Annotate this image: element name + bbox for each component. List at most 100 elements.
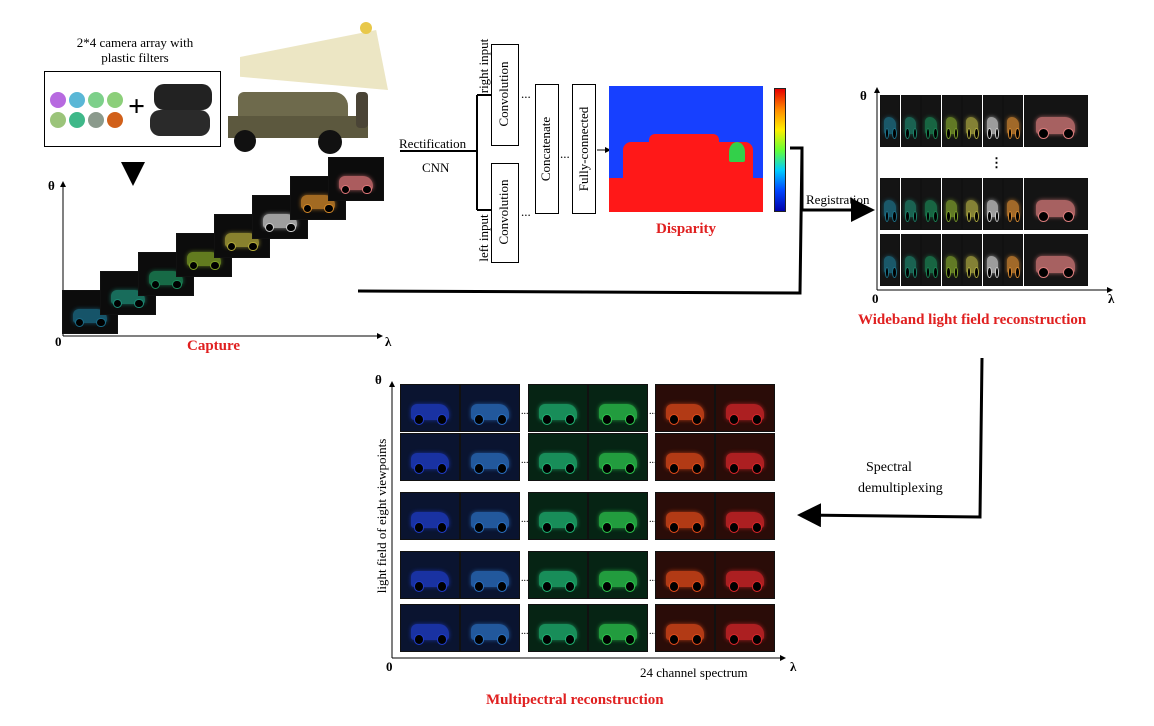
light-field-tile [328,157,384,201]
dots-bottom: ... [521,204,531,219]
humvee-image [228,82,383,157]
light-field-tile [400,492,460,540]
multi-xlabel: 24 channel spectrum [640,665,748,680]
capture-axis-origin: 0 [55,334,62,349]
lamp-icon [360,22,372,34]
light-field-tile [982,234,1003,286]
rectification-label: Rectification [399,136,467,151]
light-field-tile [460,604,520,652]
light-field-tile [715,384,775,432]
filter-dot [69,92,85,108]
wideband-label: Wideband light field reconstruction [858,312,1087,328]
light-field-tile [655,492,715,540]
dots-mid: ... [560,146,570,161]
multi-ylabel: light field of eight viewpoints [374,438,389,594]
light-field-tile [655,433,715,481]
multi-ellipsis: ... [521,406,529,417]
fully-connected-label: Fully-connected [576,106,591,192]
cnn-label: CNN [422,160,450,175]
light-field-tile [528,604,588,652]
spectral-demux-line2: demultiplexing [858,481,943,496]
light-field-tile [460,551,520,599]
light-field-tile [900,178,921,230]
capture-axis-theta: θ [48,178,55,193]
convolution-top [491,44,519,146]
wideband-axis-origin: 0 [872,291,879,306]
dots-top: ... [521,86,531,101]
light-field-tile [588,604,648,652]
disparity-label: Disparity [656,221,716,237]
multi-ellipsis: ... [521,573,529,584]
filter-dot [69,112,85,128]
concatenate-box [535,84,559,214]
multi-ellipsis: ... [649,573,657,584]
light-field-tile [715,604,775,652]
light-field-tile [588,551,648,599]
camera-array-image [148,80,216,140]
multi-axis-lambda: λ [790,659,797,674]
multi-ellipsis: ... [521,626,529,637]
light-field-tile [1003,178,1023,230]
light-field-tile [880,178,900,230]
multi-label: Multipectral reconstruction [486,692,664,708]
light-field-tile [941,178,962,230]
light-field-tile [921,234,941,286]
multi-axis-theta: θ [375,372,382,387]
light-field-tile [982,95,1003,147]
light-field-tile [528,433,588,481]
light-field-tile [655,384,715,432]
multi-ellipsis: ... [649,406,657,417]
light-field-tile [400,384,460,432]
light-field-tile [1003,95,1023,147]
light-field-tile [982,178,1003,230]
light-field-tile [900,234,921,286]
filter-dot [50,92,66,108]
light-field-tile [921,95,941,147]
light-field-tile [1003,234,1023,286]
right-input-label: right input [476,38,491,94]
light-field-tile [460,384,520,432]
wideband-axis-theta: θ [860,88,867,103]
light-field-tile [941,234,962,286]
light-field-tile [460,433,520,481]
light-field-tile [1023,234,1088,286]
convolution-bottom-label: Convolution [496,179,511,245]
light-field-tile [588,433,648,481]
filter-dot [50,112,66,128]
multi-ellipsis: ... [649,626,657,637]
multi-ellipsis: ... [521,514,529,525]
light-field-tile [880,234,900,286]
light-field-tile [715,492,775,540]
light-field-tile [715,433,775,481]
light-field-tile [900,95,921,147]
light-field-tile [941,95,962,147]
light-field-tile [655,604,715,652]
light-field-tile [528,551,588,599]
light-field-tile [880,95,900,147]
convolution-top-label: Convolution [496,61,511,127]
light-field-tile [400,433,460,481]
plus-sign: + [128,90,146,123]
filter-dot [88,92,104,108]
light-field-tile [528,384,588,432]
concatenate-label: Concatenate [538,116,553,182]
light-field-tile [962,178,982,230]
light-field-tile [100,271,156,315]
light-field-tile [400,551,460,599]
filter-dot [107,112,123,128]
filter-dot [88,112,104,128]
multi-ellipsis: ... [649,514,657,525]
camera-array-caption: 2*4 camera array with plastic filters [76,35,194,65]
filter-dots [50,92,125,132]
wideband-ellipsis: ⋮ [990,155,1003,170]
light-field-tile [588,384,648,432]
light-field-tile [400,604,460,652]
disparity-colorbar [774,88,786,212]
light-field-tile [528,492,588,540]
light-field-tile [921,178,941,230]
wideband-axis-lambda: λ [1108,291,1115,306]
capture-label: Capture [187,338,241,354]
multi-ellipsis: ... [521,455,529,466]
disparity-map [609,86,763,212]
